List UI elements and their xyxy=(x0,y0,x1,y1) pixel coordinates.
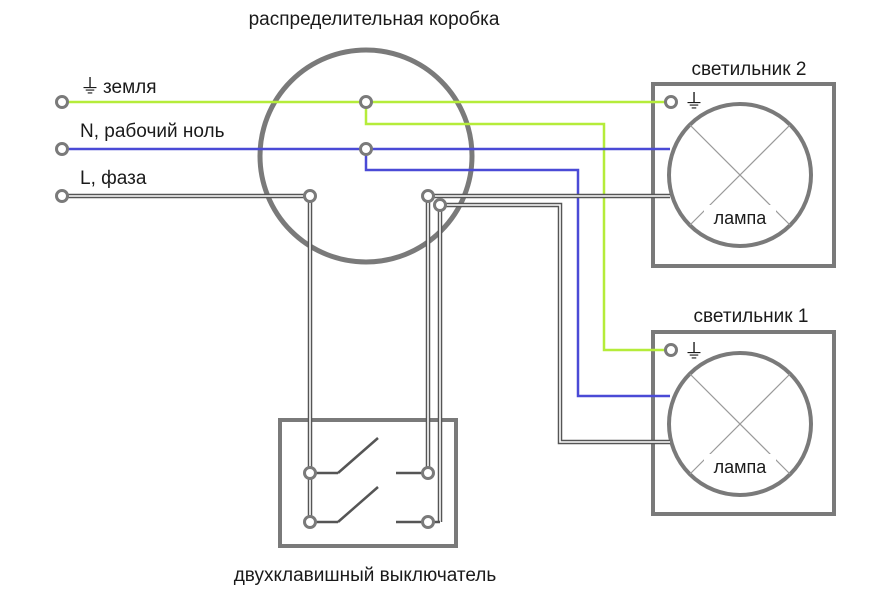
input-neutral-label: N, рабочий ноль xyxy=(80,121,225,142)
input-ground-terminal xyxy=(55,95,69,109)
ground-symbol-fixture-2: ⏚ xyxy=(684,91,704,113)
switch-label: двухклавишный выключатель xyxy=(234,565,497,586)
fixture-2-ground-terminal xyxy=(664,95,678,109)
switch-box xyxy=(278,418,458,548)
fixture-2-lamp xyxy=(667,102,813,248)
box-switched-terminal-2 xyxy=(433,198,447,212)
fixture-1-ground-terminal xyxy=(664,343,678,357)
switch-in-terminal-1 xyxy=(303,466,317,480)
ground-symbol-fixture-1: ⏚ xyxy=(684,341,704,363)
fixture-1-lamp-label: лампа xyxy=(714,457,768,477)
fixture-1-lamp xyxy=(667,351,813,497)
box-switched-terminal-1 xyxy=(421,189,435,203)
ground-wires xyxy=(62,100,671,352)
box-phase-terminal xyxy=(303,189,317,203)
junction-box-title: распределительная коробка xyxy=(249,9,500,30)
input-phase-terminal xyxy=(55,189,69,203)
junction-box xyxy=(257,47,475,265)
switch-out-terminal-2 xyxy=(421,515,435,529)
neutral-wires xyxy=(62,147,670,398)
fixture-2-lamp-label: лампа xyxy=(714,208,768,228)
terminals xyxy=(55,95,678,529)
input-ground-label: земля xyxy=(103,77,157,98)
switch-in-terminal-2 xyxy=(303,515,317,529)
switch-contacts xyxy=(310,437,440,524)
box-ground-terminal xyxy=(359,95,373,109)
switch-out-terminal-1 xyxy=(421,466,435,480)
fixture-2-box xyxy=(651,82,836,268)
box-neutral-terminal xyxy=(359,142,373,156)
fixture-1-title: светильник 1 xyxy=(694,306,809,327)
ground-symbol-input: ⏚ xyxy=(80,76,100,98)
fixture-1-box xyxy=(651,330,836,516)
input-phase-label: L, фаза xyxy=(80,168,147,189)
input-neutral-terminal xyxy=(55,142,69,156)
fixture-2-title: светильник 2 xyxy=(692,59,807,80)
